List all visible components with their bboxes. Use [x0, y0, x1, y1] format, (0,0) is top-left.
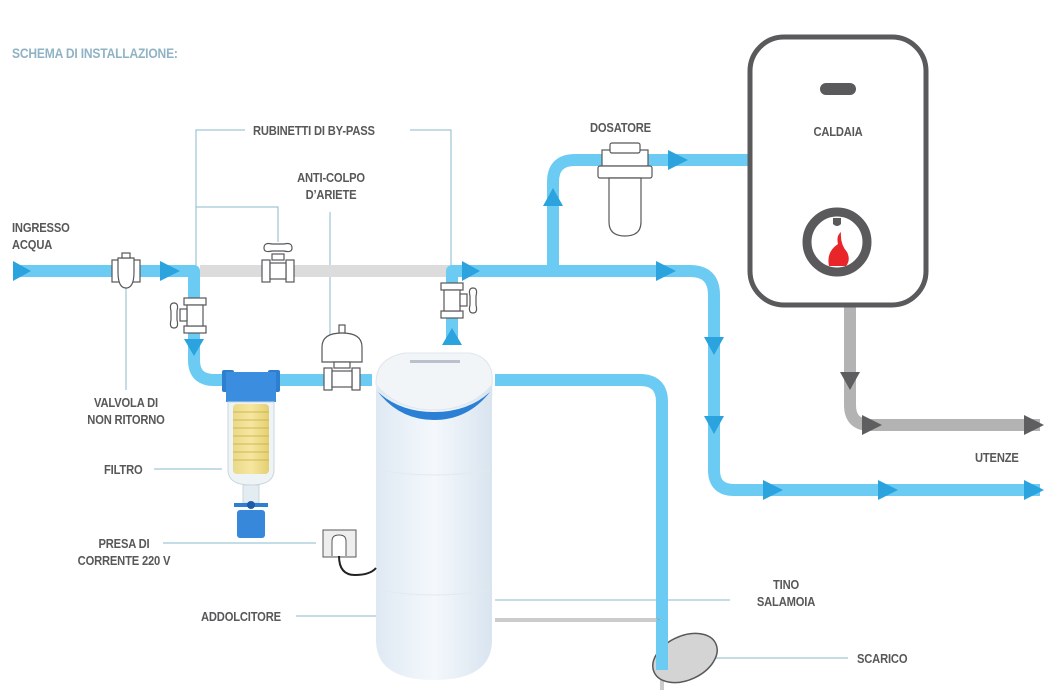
arrow-utenze-cold: [1024, 480, 1044, 500]
arrow-bottom-1: [763, 480, 783, 500]
label-presa-corrente: PRESA DI CORRENTE 220 V: [71, 535, 178, 569]
drain-icon: [652, 632, 718, 684]
label-caldaia: CALDAIA: [813, 124, 863, 139]
water-pipes: [14, 154, 1040, 668]
diagram-title: SCHEMA DI INSTALLAZIONE:: [12, 45, 178, 61]
label-addolcitore: ADDOLCITORE: [201, 609, 281, 624]
outlet-valve-icon: [440, 282, 478, 319]
arrow-down-2: [704, 416, 724, 434]
dosatore-pipe: [547, 154, 750, 271]
label-ingresso-acqua: INGRESSO ACQUA: [12, 219, 70, 253]
boiler-icon: [747, 34, 929, 308]
label-line: NON RITORNO: [87, 412, 165, 427]
label-line: CORRENTE 220 V: [77, 553, 171, 568]
label-line: VALVOLA DI: [94, 395, 158, 410]
hot-water-pipe: [844, 305, 1040, 431]
label-line: D’ARIETE: [305, 187, 357, 202]
arrow-down-filter: [184, 339, 204, 356]
water-softener-icon: [375, 352, 493, 680]
label-line: TINO: [772, 577, 800, 592]
brine-tube: [495, 618, 664, 690]
label-line: PRESA DI: [98, 536, 150, 551]
label-line: INGRESSO: [12, 220, 70, 235]
label-line: SALAMOIA: [756, 594, 816, 609]
flow-arrows: [13, 150, 1044, 500]
bypass-valve-icon: [261, 242, 295, 283]
arrow-up-dosatore: [543, 188, 563, 206]
dosing-unit-icon: [597, 142, 653, 237]
filter-icon: [222, 370, 280, 538]
label-valvola-non-ritorno: VALVOLA DI NON RITORNO: [74, 394, 177, 428]
arrow-up-softener: [442, 328, 462, 345]
arrow-bottom-2: [878, 480, 898, 500]
flame-icon: [828, 232, 849, 266]
arrow-after-bypass: [462, 261, 480, 281]
label-rubinetti-bypass: RUBINETTI DI BY-PASS: [253, 123, 375, 138]
label-scarico: SCARICO: [857, 651, 908, 666]
label-line: ACQUA: [12, 237, 53, 252]
drain-pipe: [495, 374, 668, 668]
inlet-pipe: [14, 265, 372, 386]
softener-out-pipe: [446, 265, 1040, 496]
arrow-inlet: [13, 261, 31, 281]
power-outlet-icon: [322, 529, 377, 577]
check-valve-icon: [111, 252, 141, 289]
arrow-down-1: [704, 337, 724, 355]
label-line: ANTI-COLPO: [297, 170, 365, 185]
arrow-after-valve: [160, 261, 180, 281]
arrow-main-right: [656, 261, 676, 281]
label-dosatore: DOSATORE: [590, 120, 651, 135]
inlet-valve-icon: [169, 297, 207, 334]
label-filtro: FILTRO: [104, 462, 143, 477]
label-tino-salamoia: TINO SALAMOIA: [752, 576, 821, 610]
hot-arrows: [840, 372, 1044, 435]
water-hammer-arrestor-icon: [321, 324, 363, 391]
label-anti-colpo-ariete: ANTI-COLPO D’ARIETE: [284, 169, 379, 203]
leader-rubinetti: [195, 129, 452, 290]
arrow-dosatore-out: [668, 150, 688, 170]
label-utenze: UTENZE: [975, 450, 1019, 465]
